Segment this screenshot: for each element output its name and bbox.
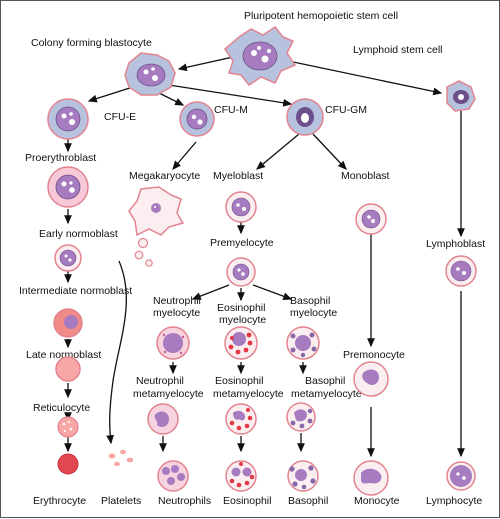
label-neutrophil-meta-2: metamyelocyte: [133, 388, 204, 400]
neutrophil-myelocyte-cell: [156, 326, 190, 360]
cfu-e-cell: [47, 98, 89, 140]
label-platelets: Platelets: [101, 495, 141, 507]
lymphocyte-cell: [446, 461, 476, 491]
arrow-stem-to-lymphoid: [278, 58, 443, 96]
label-basophil: Basophil: [288, 495, 328, 507]
neutrophil-metamyelocyte-cell: [147, 403, 179, 435]
basophil-myelocyte-cell: [286, 326, 320, 360]
basophil-metamyelocyte-cell: [286, 402, 316, 432]
label-monoblast: Monoblast: [341, 170, 390, 182]
lymphoblast-cell: [445, 255, 477, 287]
label-eosinophil: Eosinophil: [223, 495, 271, 507]
premyelocyte-cell: [226, 257, 256, 287]
label-basophil-myelocyte-1: Basophil: [290, 295, 330, 307]
neutrophil-cell: [157, 460, 189, 492]
label-late-normoblast: Late normoblast: [26, 349, 101, 361]
cells: [47, 25, 477, 496]
label-basophil-meta-2: metamyelocyte: [291, 388, 362, 400]
arrow-premyelo-to-baso: [252, 284, 293, 300]
label-myeloblast: Myeloblast: [213, 170, 263, 182]
label-eosinophil-myelocyte-1: Eosinophil: [217, 302, 265, 314]
arrow-stem-to-blastocyte: [177, 56, 234, 72]
monoblast-cell: [355, 203, 387, 235]
cfu-gm-cell: [286, 98, 324, 136]
label-monocyte: Monocyte: [354, 495, 400, 507]
late-normoblast-cell: [55, 356, 81, 382]
label-reticulocyte: Reticulocyte: [33, 402, 90, 414]
pluripotent-stem-cell: [224, 25, 297, 87]
colony-forming-blastocyte: [124, 52, 176, 96]
label-intermediate-normoblast: Intermediate normoblast: [19, 285, 132, 297]
arrow-premyelo-to-neutro: [191, 284, 230, 300]
megakaryocyte-cell: [128, 186, 185, 267]
arrows: [64, 56, 465, 458]
label-lymphocyte: Lymphocyte: [426, 495, 482, 507]
label-colony-forming-blastocyte: Colony forming blastocyte: [31, 37, 152, 49]
label-megakaryocyte: Megakaryocyte: [129, 170, 200, 182]
label-cfu-m: CFU-M: [214, 104, 248, 116]
label-erythrocyte: Erythrocyte: [33, 495, 86, 507]
label-early-normoblast: Early normoblast: [39, 228, 118, 240]
label-neutrophil-meta-1: Neutrophil: [136, 375, 184, 387]
reticulocyte-cell: [57, 416, 79, 438]
arrow-cfu-gm-to-monoblast: [312, 133, 347, 170]
eosinophil-myelocyte-cell: [224, 326, 258, 360]
early-normoblast-cell: [54, 244, 82, 272]
arrow-blasto-to-cfu-gm: [168, 84, 293, 107]
premonocyte-cell: [353, 361, 389, 397]
label-premyelocyte: Premyelocyte: [210, 237, 274, 249]
monocyte-cell: [353, 460, 389, 496]
label-cfu-gm: CFU-GM: [325, 104, 367, 116]
proerythroblast-cell: [47, 166, 89, 208]
arrow-megakaryocyte-to-platelets: [106, 260, 127, 445]
label-neutrophils: Neutrophils: [158, 495, 211, 507]
platelets-cells: [108, 449, 134, 467]
label-eosinophil-myelocyte-2: myelocyte: [219, 314, 266, 326]
label-basophil-meta-1: Basophil: [305, 375, 345, 387]
labels: Pluripotent hemopoietic stem cell Colony…: [19, 10, 485, 507]
myeloblast-cell: [225, 191, 257, 223]
label-premonocyte: Premonocyte: [343, 349, 405, 361]
label-basophil-myelocyte-2: myelocyte: [290, 307, 337, 319]
label-lymphoblast: Lymphoblast: [426, 238, 485, 250]
eosinophil-cell: [225, 460, 257, 492]
label-neutrophil-myelocyte-2: myelocyte: [153, 307, 200, 319]
erythrocyte-cell: [57, 453, 79, 475]
arrow-blasto-to-cfu-m: [158, 92, 185, 106]
lymphoid-stem-cell: [446, 80, 476, 112]
label-lymphoid-stem-cell: Lymphoid stem cell: [353, 44, 442, 56]
label-pluripotent: Pluripotent hemopoietic stem cell: [244, 10, 398, 22]
basophil-cell: [287, 460, 319, 492]
label-neutrophil-myelocyte-1: Neutrophil: [153, 295, 201, 307]
label-eosinophil-meta-1: Eosinophil: [215, 375, 263, 387]
cfu-m-cell: [179, 101, 215, 137]
label-eosinophil-meta-2: metamyelocyte: [213, 388, 284, 400]
arrow-blasto-to-cfu-e: [87, 86, 134, 103]
eosinophil-metamyelocyte-cell: [225, 403, 257, 435]
intermediate-normoblast-cell: [53, 308, 83, 338]
label-proerythroblast: Proerythroblast: [25, 152, 96, 164]
arrow-cfu-m-to-megakaryocyte: [172, 141, 197, 170]
arrow-cfu-gm-to-myeloblast: [256, 133, 300, 170]
label-cfu-e: CFU-E: [104, 111, 136, 123]
